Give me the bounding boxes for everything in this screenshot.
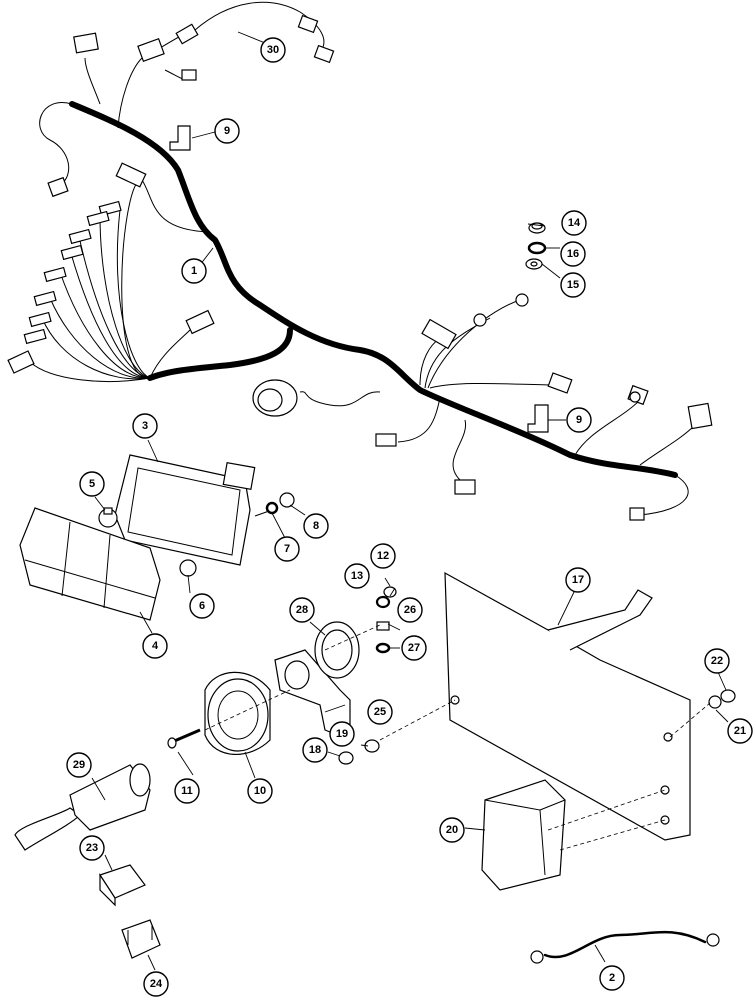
callout-9-right: 9 xyxy=(566,407,592,433)
socket-bracket-25 xyxy=(274,649,351,741)
washers-14-16-15 xyxy=(525,222,547,270)
cover-23 xyxy=(99,864,146,907)
leader-lines xyxy=(91,31,729,971)
nut-26-27 xyxy=(375,621,391,654)
callout-13: 13 xyxy=(344,563,370,589)
callout-5: 5 xyxy=(79,471,105,497)
callout-20: 20 xyxy=(439,817,465,843)
callout-12-label: 12 xyxy=(377,550,389,562)
callout-30-label: 30 xyxy=(267,44,279,56)
screw-11 xyxy=(167,728,201,749)
bracket-9 xyxy=(169,125,549,433)
callout-29: 29 xyxy=(66,752,92,778)
callout-3-label: 3 xyxy=(142,420,148,432)
callout-23-label: 23 xyxy=(86,842,98,854)
callout-7-label: 7 xyxy=(284,543,290,555)
mount-plate-17 xyxy=(444,571,691,841)
callout-18-label: 18 xyxy=(309,744,321,756)
callout-4-label: 4 xyxy=(152,640,159,652)
left-branch-wires xyxy=(29,57,211,382)
callout-22: 22 xyxy=(704,648,730,674)
socket-10 xyxy=(204,671,271,755)
callout-29-label: 29 xyxy=(73,759,85,771)
clip-24 xyxy=(121,919,161,959)
callout-4: 4 xyxy=(142,633,168,659)
callout-26: 26 xyxy=(397,597,423,623)
callout-15-label: 15 xyxy=(567,279,579,291)
callout-15: 15 xyxy=(560,272,586,298)
callout-23: 23 xyxy=(79,835,105,861)
callout-8: 8 xyxy=(303,513,329,539)
callout-17: 17 xyxy=(565,567,591,593)
callout-30: 30 xyxy=(260,37,286,63)
terminal-lugs xyxy=(23,200,641,403)
right-branch-wires xyxy=(299,299,696,516)
callout-2-label: 2 xyxy=(609,972,615,984)
callout-7: 7 xyxy=(274,536,300,562)
nut-washer-21-22 xyxy=(708,689,736,709)
washers-12-13 xyxy=(375,586,397,609)
callout-28: 28 xyxy=(289,597,315,623)
harness-connectors xyxy=(7,14,713,521)
callout-11-label: 11 xyxy=(181,785,193,797)
gasket-28 xyxy=(314,621,360,679)
callout-19: 19 xyxy=(329,721,355,747)
callout-8-label: 8 xyxy=(313,520,319,532)
callout-1-label: 1 xyxy=(191,265,197,277)
callout-24: 24 xyxy=(143,971,169,997)
lamp-housing-3 xyxy=(114,454,273,566)
callout-14: 14 xyxy=(561,210,587,236)
callout-17-label: 17 xyxy=(572,574,584,586)
callout-1: 1 xyxy=(181,258,207,284)
callout-6: 6 xyxy=(189,593,215,619)
callout-2: 2 xyxy=(599,965,625,991)
callout-10: 10 xyxy=(247,778,273,804)
trailer-socket-20 xyxy=(481,779,566,891)
alignment-lines xyxy=(204,624,711,851)
callout-25-label: 25 xyxy=(374,706,386,718)
callout-27: 27 xyxy=(401,635,427,661)
callout-12: 12 xyxy=(370,543,396,569)
callout-26-label: 26 xyxy=(404,604,416,616)
callout-16-label: 16 xyxy=(567,248,579,260)
callout-13-label: 13 xyxy=(351,570,363,582)
callout-27-label: 27 xyxy=(408,642,420,654)
nut-washer-7-8 xyxy=(265,492,295,515)
callout-14-label: 14 xyxy=(568,217,581,229)
callout-9-right-label: 9 xyxy=(576,414,582,426)
nut-washer-18-19 xyxy=(338,739,380,765)
callout-25: 25 xyxy=(367,699,393,725)
lamp-lens-4 xyxy=(19,507,161,621)
callout-9-top: 9 xyxy=(214,118,240,144)
callout-19-label: 19 xyxy=(336,728,348,740)
callout-11: 11 xyxy=(174,778,200,804)
main-harness xyxy=(69,101,678,478)
plug-29 xyxy=(14,763,151,851)
callout-20-label: 20 xyxy=(446,824,458,836)
callout-21: 21 xyxy=(727,718,753,744)
callout-10-label: 10 xyxy=(254,785,266,797)
callout-3: 3 xyxy=(132,413,158,439)
callout-9-top-label: 9 xyxy=(224,125,230,137)
callout-5-label: 5 xyxy=(89,478,95,490)
callout-18: 18 xyxy=(302,737,328,763)
callout-21-label: 21 xyxy=(734,725,746,737)
callout-6-label: 6 xyxy=(199,600,205,612)
callout-22-label: 22 xyxy=(711,655,723,667)
callout-24-label: 24 xyxy=(150,978,163,990)
callout-28-label: 28 xyxy=(296,604,308,616)
ground-cable-2 xyxy=(530,930,720,964)
callout-16: 16 xyxy=(560,241,586,267)
